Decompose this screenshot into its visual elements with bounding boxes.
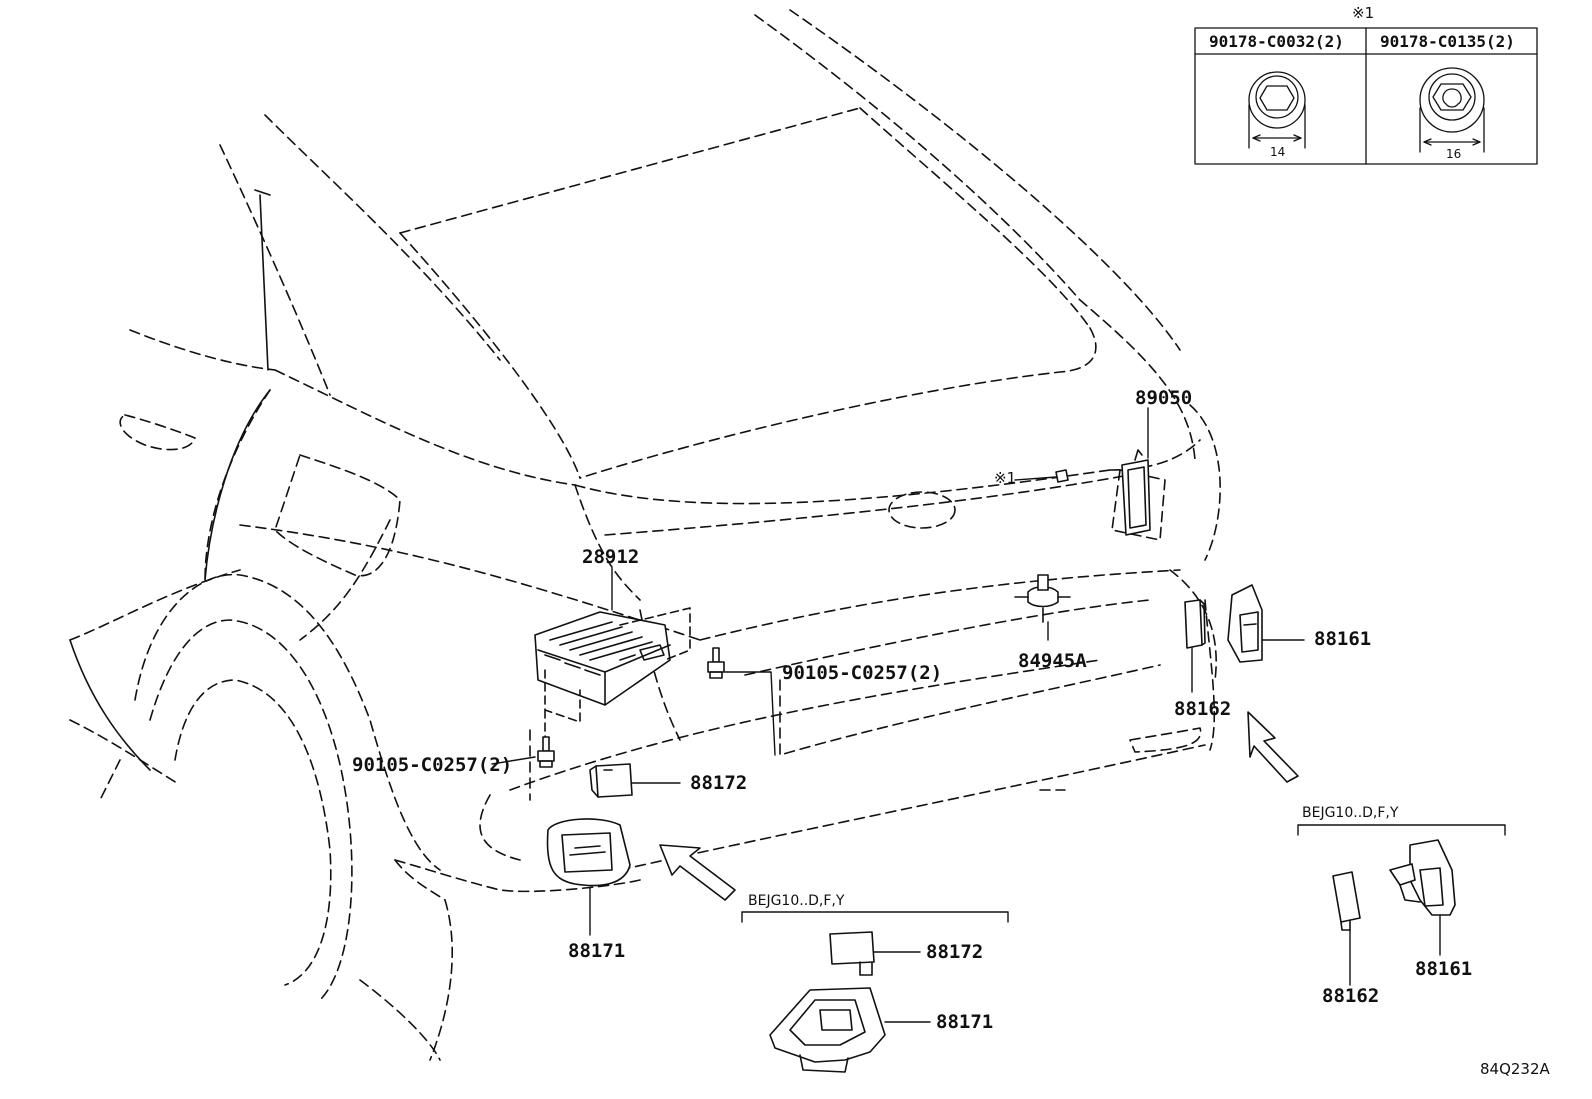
detail-right-88161: 88161 <box>1415 958 1473 980</box>
detail-right-title: BEJG10..D,F,Y <box>1302 805 1399 821</box>
callout-84945A: 84945A <box>1018 650 1087 672</box>
vehicle-outline <box>69 9 1221 1061</box>
vehicle-solid-lines <box>69 189 271 771</box>
detail-right-88162: 88162 <box>1322 985 1380 1007</box>
callout-28912: 28912 <box>582 546 640 568</box>
switch-84945A-drawing <box>1014 574 1071 623</box>
fastener-table <box>1194 27 1538 165</box>
table-col-1-part: 90178-C0032(2) <box>1209 32 1344 51</box>
detail-left-88171-drawing <box>769 987 931 1073</box>
detail-right-frame <box>1297 824 1506 836</box>
callout-88171: 88171 <box>568 940 626 962</box>
sensor-88162-drawing <box>1184 599 1206 649</box>
leader-lines <box>491 407 1305 936</box>
sensor-88172-drawing <box>589 763 633 798</box>
table-note-mark: ※1 <box>1352 4 1375 22</box>
fastener-lock-nut-icon <box>1419 67 1485 153</box>
bracket-88171-drawing <box>546 818 631 887</box>
detail-left-88172-drawing <box>829 931 921 976</box>
view-arrow-right <box>1247 711 1299 783</box>
bracket-88161-drawing <box>1227 584 1263 663</box>
bolt-drawing-left <box>537 736 555 768</box>
callout-note-ref: ※1 <box>994 469 1017 487</box>
view-arrow-left <box>659 844 736 901</box>
detail-left-title: BEJG10..D,F,Y <box>748 893 845 909</box>
unit-89050-drawing <box>1121 449 1151 536</box>
detail-left-88172: 88172 <box>926 941 984 963</box>
table-col-1-size: 14 <box>1270 145 1286 159</box>
callout-88161: 88161 <box>1314 628 1372 650</box>
callout-89050: 89050 <box>1135 387 1193 409</box>
module-28912-drawing <box>534 607 691 746</box>
table-col-2-size: 16 <box>1446 147 1462 161</box>
callout-88172: 88172 <box>690 772 748 794</box>
callout-bolt-left: 90105-C0257(2) <box>352 754 513 776</box>
callout-bolt-right: 90105-C0257(2) <box>782 662 943 684</box>
callout-88162: 88162 <box>1174 698 1232 720</box>
table-col-2-part: 90178-C0135(2) <box>1380 32 1515 51</box>
detail-left-frame <box>741 911 1009 923</box>
fastener-hex-bolt-icon <box>1248 71 1306 149</box>
nut-drawing <box>1055 469 1069 483</box>
diagram-id: 84Q232A <box>1480 1060 1550 1078</box>
detail-left-88171: 88171 <box>936 1011 994 1033</box>
detail-right-88162-drawing <box>1332 871 1361 986</box>
detail-right-88161-drawing <box>1389 839 1456 956</box>
bolt-drawing-right <box>707 647 725 679</box>
